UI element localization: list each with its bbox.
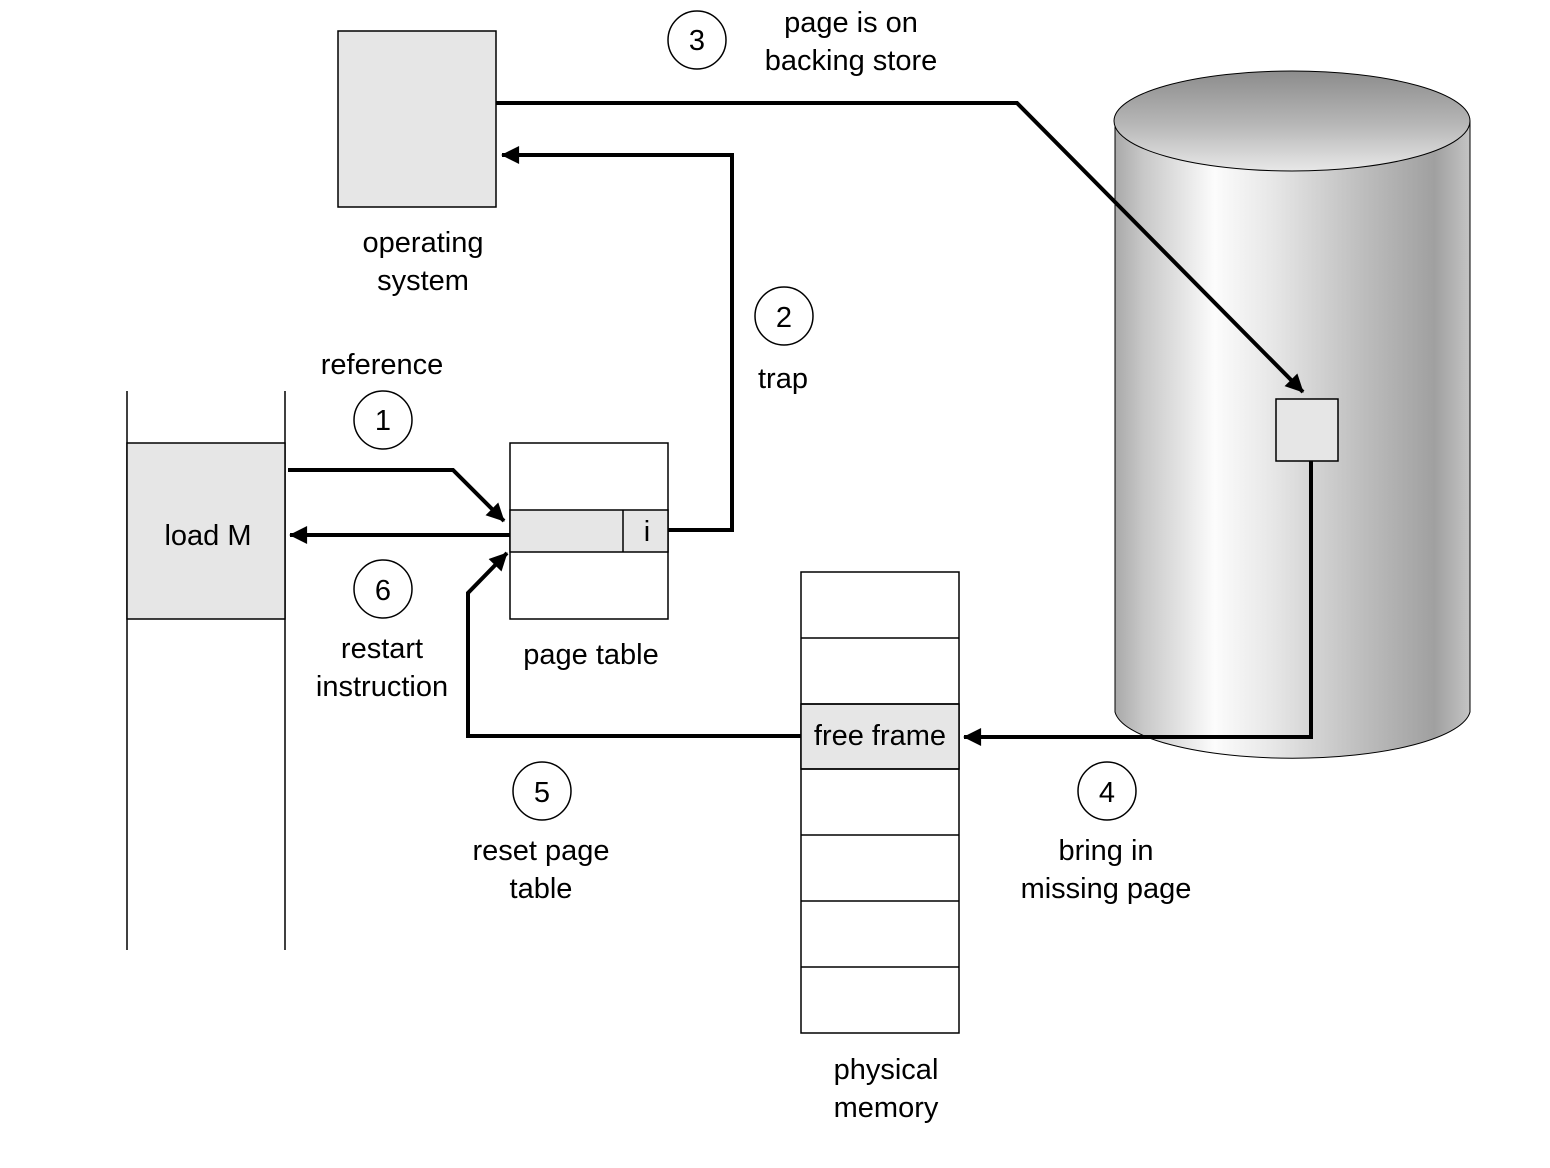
- step-3: 3: [667, 10, 727, 70]
- arrow-trap: [501, 146, 734, 532]
- invalid-bit-label: i: [644, 516, 650, 548]
- physical-memory-label-line2: memory: [834, 1092, 939, 1124]
- step-4: 4: [1077, 761, 1137, 821]
- step-1-number: 1: [375, 405, 391, 437]
- free-frame-label: free frame: [814, 720, 946, 752]
- physical-memory: free frame: [800, 571, 960, 1034]
- restart-instruction-label-line1: restart: [341, 633, 423, 665]
- page-table: i: [509, 442, 669, 620]
- step-4-circle: [1077, 761, 1137, 821]
- page-table-entry: [509, 509, 669, 553]
- restart-instruction-label-line2: instruction: [316, 671, 448, 703]
- step-3-circle: [667, 10, 727, 70]
- operating-system-label-line2: system: [377, 265, 469, 297]
- bring-in-missing-page-label-line1: bring in: [1058, 835, 1153, 867]
- step-6-circle: [353, 559, 413, 619]
- physical-memory-label-line1: physical: [834, 1054, 939, 1086]
- step-2-number: 2: [776, 302, 792, 334]
- step-5-number: 5: [534, 777, 550, 809]
- page-on-backing-store-label-line2: backing store: [765, 45, 938, 77]
- reference-label: reference: [321, 349, 444, 381]
- page-on-backing-store-label-line1: page is on: [784, 7, 918, 39]
- load-m-label: load M: [164, 520, 251, 552]
- step-2-circle: [754, 286, 814, 346]
- process-address-space: load M: [126, 391, 286, 950]
- reset-page-table-label-line1: reset page: [472, 835, 609, 867]
- reset-page-table-label-line2: table: [510, 873, 573, 905]
- step-5-circle: [512, 761, 572, 821]
- step-3-number: 3: [689, 25, 705, 57]
- arrow-reference: [288, 468, 506, 523]
- step-5: 5: [512, 761, 572, 821]
- missing-page-block: [1275, 398, 1339, 462]
- step-2: 2: [754, 286, 814, 346]
- step-1-circle: [353, 390, 413, 450]
- arrow-page-on-backing-store: [496, 101, 1305, 394]
- operating-system-label-line1: operating: [363, 227, 484, 259]
- step-6-number: 6: [375, 575, 391, 607]
- arrow-reset-page-table: [466, 551, 801, 738]
- step-6: 6: [353, 559, 413, 619]
- load-m-instruction-box: [126, 442, 286, 620]
- step-4-number: 4: [1099, 777, 1115, 809]
- operating-system-box: [337, 30, 497, 208]
- bring-in-missing-page-label-line2: missing page: [1021, 873, 1192, 905]
- trap-label: trap: [758, 363, 808, 395]
- step-1: 1: [353, 390, 413, 450]
- arrow-bring-in-missing-page: [963, 461, 1313, 746]
- page-table-label: page table: [523, 639, 658, 671]
